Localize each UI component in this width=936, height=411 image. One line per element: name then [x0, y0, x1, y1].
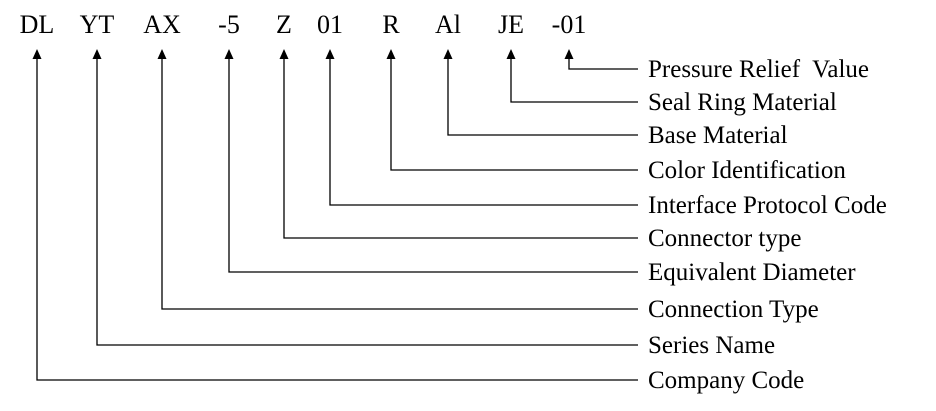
label-pressure-relief-value: Pressure Relief Value [648, 56, 869, 83]
label-base-material: Base Material [648, 122, 788, 149]
leader-line-color-identification [390, 58, 638, 171]
leader-line-base-material [447, 58, 638, 136]
label-connector-type: Connector type [648, 225, 801, 252]
code-segment-series-name: YT [80, 10, 115, 39]
code-segment-connector-type: Z [276, 10, 292, 39]
arrowhead-seal-ring-material [506, 49, 516, 59]
leader-line-connector-type [283, 58, 638, 239]
arrowhead-connector-type [279, 49, 289, 59]
leader-line-equivalent-diameter [228, 58, 638, 273]
code-segment-equivalent-diameter: -5 [218, 10, 240, 39]
label-seal-ring-material: Seal Ring Material [648, 89, 837, 116]
label-interface-protocol-code: Interface Protocol Code [648, 192, 887, 219]
leader-line-company-code [36, 58, 638, 381]
code-segment-seal-ring-material: JE [498, 10, 524, 39]
code-segment-interface-protocol-code: 01 [317, 10, 343, 39]
label-series-name: Series Name [648, 332, 775, 359]
arrowhead-interface-protocol-code [325, 49, 335, 59]
leader-line-pressure-relief-value [568, 58, 638, 70]
leader-line-interface-protocol-code [329, 58, 638, 206]
leader-line-connection-type [161, 58, 638, 310]
label-equivalent-diameter: Equivalent Diameter [648, 259, 856, 286]
code-segment-color-identification: R [382, 10, 400, 39]
arrowhead-equivalent-diameter [224, 49, 234, 59]
arrowhead-company-code [32, 49, 42, 59]
label-color-identification: Color Identification [648, 157, 846, 184]
code-segment-base-material: Al [435, 10, 461, 39]
label-company-code: Company Code [648, 367, 804, 394]
arrowhead-series-name [92, 49, 102, 59]
leader-line-series-name [96, 58, 638, 346]
arrowhead-connection-type [157, 49, 167, 59]
label-connection-type: Connection Type [648, 296, 819, 323]
leader-line-seal-ring-material [510, 58, 638, 103]
arrowhead-pressure-relief-value [564, 49, 574, 59]
code-segment-company-code: DL [20, 10, 55, 39]
code-segment-connection-type: AX [143, 10, 181, 39]
code-segment-pressure-relief-value: -01 [552, 10, 587, 39]
arrowhead-base-material [443, 49, 453, 59]
arrowhead-color-identification [386, 49, 396, 59]
